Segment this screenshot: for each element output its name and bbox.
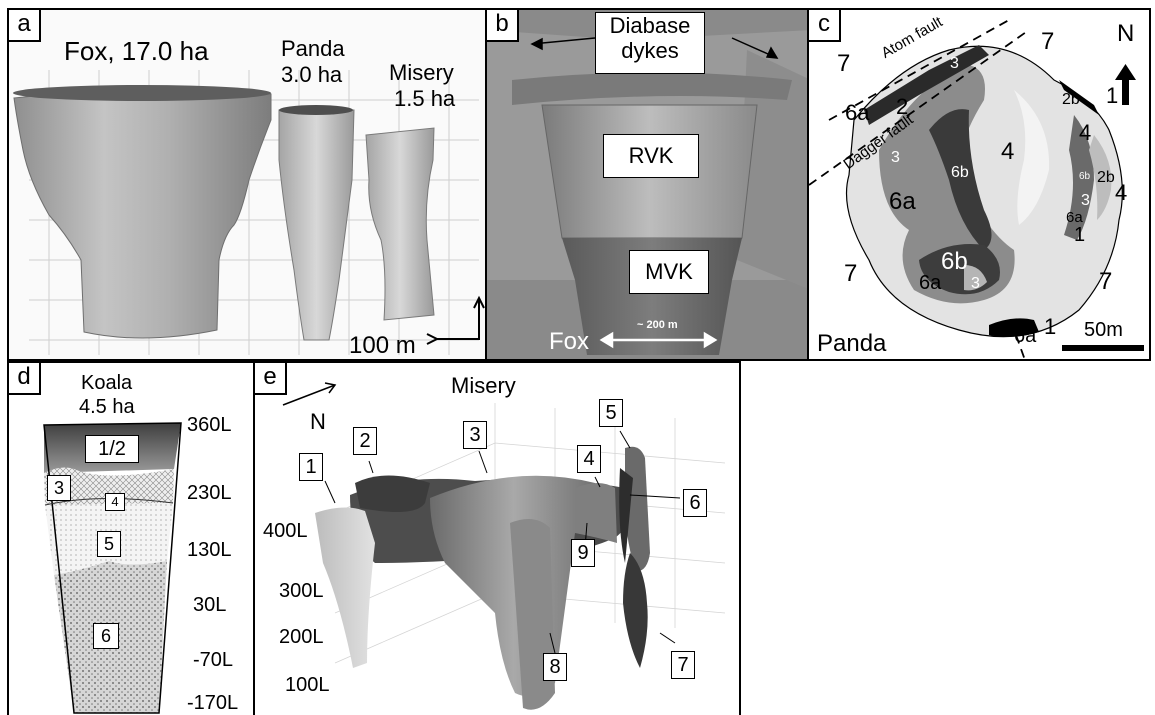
level-minus70L: -70L	[193, 650, 233, 670]
unit-6b: 6b	[941, 250, 968, 274]
fox-label: Fox, 17.0 ha	[64, 38, 209, 64]
scale-label: 50m	[1084, 320, 1123, 340]
unit-3: 3	[1081, 193, 1090, 209]
north-label: N	[1117, 22, 1134, 46]
unit-2: 2	[896, 96, 908, 118]
panel-label-e: e	[255, 363, 287, 395]
level-360L: 360L	[187, 415, 232, 435]
unit-4: 4	[1001, 140, 1014, 164]
level-300L: 300L	[279, 581, 324, 601]
mvk-label: MVK	[629, 250, 709, 294]
unit-6a: 6a	[889, 190, 916, 214]
width-scale-label: ~ 200 m	[637, 320, 678, 331]
unit-6a: 6a	[1014, 326, 1036, 346]
diabase-dykes-label: Diabase dykes	[595, 12, 705, 74]
panel-label-d: d	[9, 363, 41, 395]
level-minus170L: -170L	[187, 693, 238, 713]
panel-a: a Fox, 17.0 ha P	[7, 8, 487, 361]
koala-name: Koala	[81, 373, 132, 393]
panda-name: Panda	[281, 38, 345, 60]
unit-box-3: 3	[463, 421, 487, 449]
unit-box-9: 9	[571, 539, 595, 567]
panel-label-b: b	[487, 10, 519, 42]
level-400L: 400L	[263, 521, 308, 541]
unit-box-1: 1	[299, 453, 323, 481]
misery-pipe-3d	[255, 363, 741, 715]
unit-box-5: 5	[97, 531, 121, 557]
unit-3: 3	[971, 276, 980, 292]
unit-box-6: 6	[683, 489, 707, 517]
unit-box-1-2: 1/2	[85, 435, 139, 463]
unit-6a: 6a	[1066, 210, 1083, 225]
panda-label: Panda	[817, 332, 886, 356]
panel-e: e	[253, 361, 741, 715]
misery-title: Misery	[451, 375, 516, 397]
misery-area: 1.5 ha	[394, 88, 455, 110]
panda-area: 3.0 ha	[281, 64, 342, 86]
scale-label: 100 m	[349, 334, 416, 358]
unit-3: 3	[950, 56, 959, 72]
unit-1: 1	[1074, 225, 1085, 245]
unit-box-4: 4	[105, 493, 125, 511]
unit-6b: 6b	[951, 165, 969, 181]
unit-box-8: 8	[543, 653, 567, 681]
unit-box-2: 2	[353, 427, 377, 455]
scale-bar	[1062, 345, 1144, 351]
unit-box-6: 6	[93, 623, 119, 649]
fox-label: Fox	[549, 330, 589, 354]
unit-7: 7	[844, 262, 857, 286]
koala-area: 4.5 ha	[79, 397, 135, 417]
north-label: N	[310, 411, 326, 433]
scale-arrow	[427, 298, 484, 344]
panel-b: b Diabase dykes RVK MVK Fox ~ 200 m	[485, 8, 809, 361]
unit-6a: 6a	[845, 102, 869, 124]
unit-1: 1	[1044, 316, 1056, 338]
unit-4: 4	[1079, 122, 1091, 144]
unit-7: 7	[1099, 270, 1112, 294]
unit-box-7: 7	[671, 651, 695, 679]
panel-label-a: a	[9, 10, 41, 42]
unit-box-4: 4	[577, 445, 601, 473]
panel-label-c: c	[809, 10, 841, 42]
diabase-line1: Diabase	[596, 15, 704, 37]
diabase-line2: dykes	[596, 40, 704, 62]
north-arrow	[283, 383, 335, 405]
unit-6b: 6b	[1079, 172, 1090, 182]
unit-box-5: 5	[599, 399, 623, 427]
rvk-label: RVK	[603, 134, 699, 178]
panel-c: c N Atom fault Dagger fault Panda 50m 7 …	[807, 8, 1151, 361]
level-30L: 30L	[193, 595, 226, 615]
level-200L: 200L	[279, 627, 324, 647]
unit-6a: 6a	[919, 273, 941, 293]
unit-2b: 2b	[1097, 170, 1115, 186]
unit-box-3: 3	[47, 475, 71, 501]
unit-7: 7	[1041, 30, 1054, 54]
level-100L: 100L	[285, 675, 330, 695]
level-130L: 130L	[187, 540, 232, 560]
unit-4: 4	[1115, 182, 1127, 204]
unit-7: 7	[837, 52, 850, 76]
level-230L: 230L	[187, 483, 232, 503]
panel-d: d Koala 4.5 ha 1/2 3 4 5 6 360L 230L 130…	[7, 361, 255, 715]
unit-2b: 2b	[1062, 92, 1080, 108]
unit-1: 1	[1106, 85, 1118, 107]
unit-3: 3	[891, 150, 900, 166]
misery-name: Misery	[389, 62, 454, 84]
